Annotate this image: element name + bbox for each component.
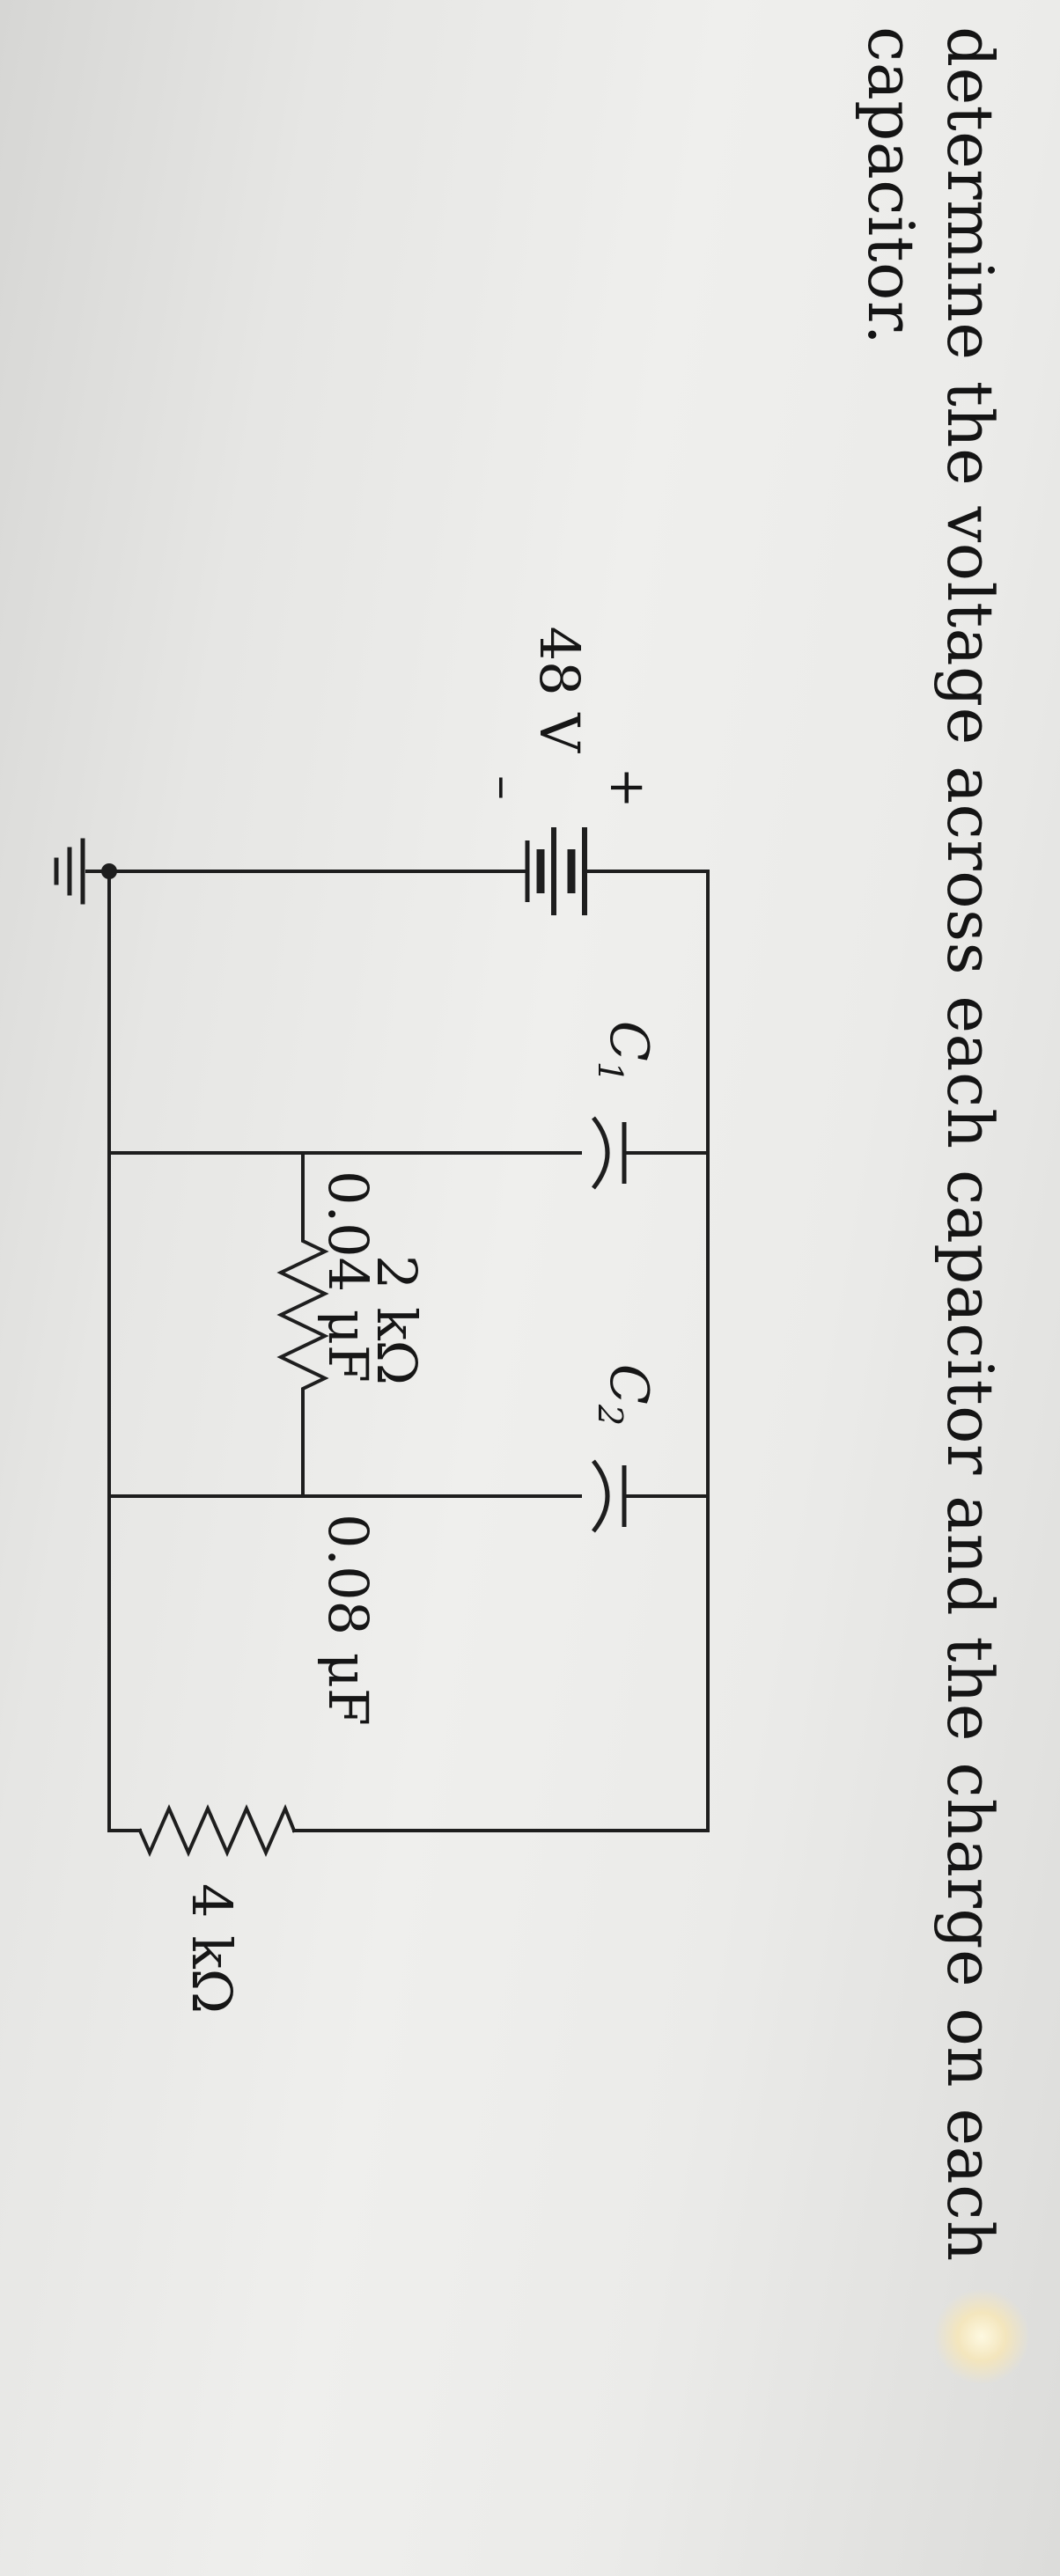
resistor-4k — [137, 1803, 297, 1857]
r1-value-label: 2 kΩ — [364, 1255, 429, 1385]
light-glare — [933, 2288, 1030, 2385]
resistor-2k — [276, 1151, 329, 1498]
battery-symbol — [525, 827, 587, 915]
bottom-wire — [107, 870, 142, 1832]
battery-minus-sign: – — [475, 775, 533, 800]
c2-value-label: 0.08 μF — [316, 1514, 380, 1726]
c2-label: C2 — [591, 1364, 659, 1426]
c1-value-label: 0.04 μF — [316, 1171, 380, 1383]
c1-label: C1 — [591, 1021, 659, 1083]
capacitor-c1 — [107, 1116, 710, 1190]
source-voltage-label: 48 V — [527, 627, 592, 754]
r2-value-label: 4 kΩ — [180, 1883, 244, 2014]
top-wire — [292, 870, 710, 1832]
ground-symbol — [54, 838, 117, 905]
capacitor-c2 — [107, 1459, 710, 1533]
battery-plus-sign: + — [599, 767, 656, 809]
